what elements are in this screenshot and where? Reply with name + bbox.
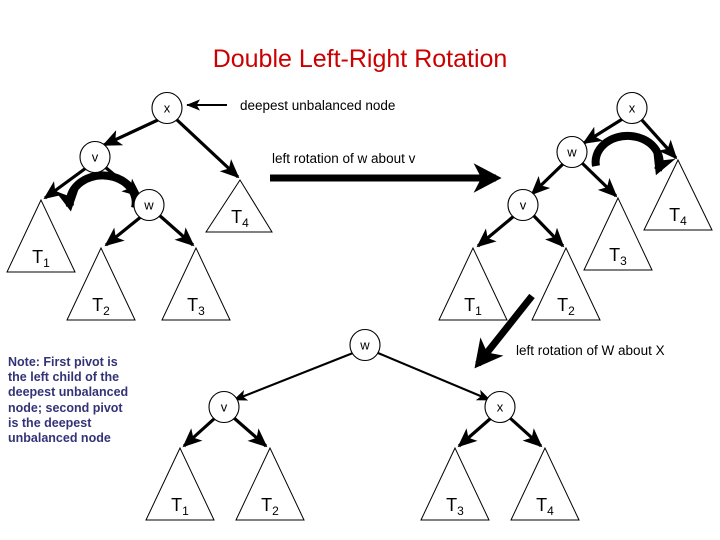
second-rotation-annotation: left rotation of W about X xyxy=(516,343,665,358)
edge3-w-v xyxy=(233,352,354,401)
node3-w: w xyxy=(349,328,381,362)
node3-v-label: v xyxy=(221,399,228,414)
edge-v-t1 xyxy=(43,166,87,200)
page-title: Double Left-Right Rotation xyxy=(213,45,508,73)
subtree3-t4: T4 xyxy=(510,446,580,521)
node-v-label: v xyxy=(92,149,99,164)
edge3-v-t2 xyxy=(232,416,268,448)
subtree2-t3: T3 xyxy=(583,196,653,271)
subtree-t4: T4 xyxy=(205,179,273,233)
edge3-x-t4 xyxy=(508,416,543,448)
edge-x-v xyxy=(102,117,161,147)
node2-w-label: w xyxy=(566,144,577,159)
pivot-note: Note: First pivot is the left child of t… xyxy=(8,355,129,446)
node2-x-label: x xyxy=(629,100,636,115)
edge2-x-w xyxy=(582,116,625,145)
first-rotation-annotation: left rotation of w about v xyxy=(272,151,416,166)
node3-x-label: x xyxy=(497,399,504,414)
node3-v: v xyxy=(208,390,240,424)
deepest-node-annotation: deepest unbalanced node xyxy=(240,98,395,113)
node-v: v xyxy=(79,140,111,174)
subtree2-t1: T1 xyxy=(438,246,508,321)
node2-v-label: v xyxy=(520,197,527,212)
edge2-v-t1 xyxy=(476,214,516,248)
node2-x: x xyxy=(616,91,648,125)
edge3-w-x xyxy=(377,352,491,401)
node-x-label: x xyxy=(164,100,171,115)
node-w-label: w xyxy=(143,197,154,212)
node2-w: w xyxy=(556,135,588,169)
subtree-t2: T2 xyxy=(66,246,136,321)
edge2-v-t2 xyxy=(531,213,565,248)
node-w: w xyxy=(133,188,165,222)
subtree3-t3: T3 xyxy=(420,446,490,521)
node2-v: v xyxy=(507,188,539,222)
second-rotation-arrow xyxy=(474,293,535,369)
initial-unbalanced-tree: T1 T2 T3 T4 x v xyxy=(6,91,273,321)
subtree-t3: T3 xyxy=(161,246,231,321)
subtree3-t1: T1 xyxy=(145,446,215,521)
edge2-w-v xyxy=(530,162,565,196)
final-balanced-tree: T1 T2 T3 T4 w v xyxy=(145,328,580,521)
edge-w-t2 xyxy=(104,214,144,247)
edge-x-t4 xyxy=(174,117,240,179)
node-x: x xyxy=(151,91,183,125)
subtree2-t2: T2 xyxy=(531,246,601,321)
node3-w-label: w xyxy=(359,337,370,352)
subtree2-t4: T4 xyxy=(643,158,713,231)
subtree-t1: T1 xyxy=(6,198,76,273)
after-first-left-rotation-tree: T1 T2 T3 T4 x w xyxy=(438,91,713,321)
edge3-v-t1 xyxy=(182,416,217,448)
edge2-w-t3 xyxy=(580,161,618,198)
subtree3-t2: T2 xyxy=(235,446,305,521)
rotation-arc-cw xyxy=(591,131,676,176)
node3-x: x xyxy=(484,390,516,424)
edge3-x-t3 xyxy=(457,416,493,448)
edge-w-t3 xyxy=(157,213,195,247)
rotation-arc-ccw xyxy=(55,171,140,212)
